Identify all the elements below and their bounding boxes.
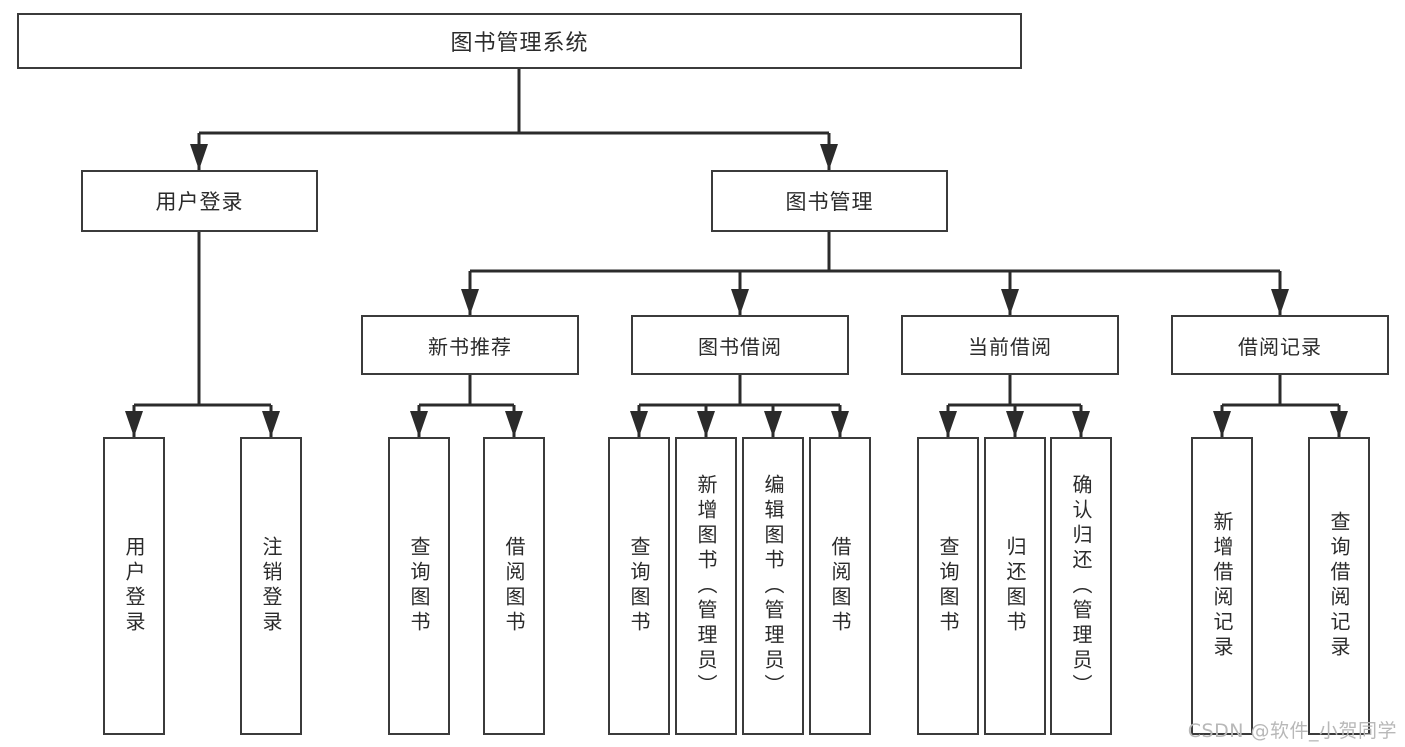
node-leaf-query-record-label: 查询借阅记录 (1327, 511, 1351, 661)
node-图书管理系统[interactable]: 图书管理系统 (17, 13, 1022, 69)
node-图书管理系统-label: 图书管理系统 (450, 31, 589, 56)
node-leaf-borrow-book-2[interactable]: 借阅图书 (809, 437, 871, 735)
node-leaf-add-record[interactable]: 新增借阅记录 (1191, 437, 1253, 735)
node-leaf-query-book-3[interactable]: 查询图书 (917, 437, 979, 735)
node-leaf-borrow-book-2-label: 借阅图书 (828, 536, 852, 636)
connector-bookmanage-to-level3 (461, 232, 1289, 315)
node-leaf-query-book-1[interactable]: 查询图书 (388, 437, 450, 735)
node-new-book-recommend[interactable]: 新书推荐 (361, 315, 579, 375)
node-leaf-query-book-1-label: 查询图书 (407, 536, 431, 636)
node-leaf-edit-book[interactable]: 编辑图书（管理员） (742, 437, 804, 735)
connector-root-to-level2 (190, 69, 838, 170)
node-borrow-record-label: 借阅记录 (1238, 334, 1322, 359)
node-user-login[interactable]: 用户登录 (81, 170, 318, 232)
node-leaf-return-book[interactable]: 归还图书 (984, 437, 1046, 735)
node-leaf-add-book-label: 新增图书（管理员） (694, 473, 718, 699)
node-leaf-user-login-label: 用户登录 (122, 536, 146, 636)
node-leaf-add-record-label: 新增借阅记录 (1210, 511, 1234, 661)
node-leaf-edit-book-label: 编辑图书（管理员） (761, 473, 785, 699)
connector-current-to-leaves (939, 375, 1090, 437)
node-leaf-user-logout-label: 注销登录 (259, 536, 283, 636)
node-leaf-query-book-2[interactable]: 查询图书 (608, 437, 670, 735)
connector-userlogin-to-leaves (125, 232, 280, 437)
connector-recommend-to-leaves (410, 375, 523, 437)
node-book-manage-label: 图书管理 (785, 190, 874, 214)
node-book-manage[interactable]: 图书管理 (711, 170, 948, 232)
node-leaf-borrow-book-1[interactable]: 借阅图书 (483, 437, 545, 735)
node-leaf-user-logout[interactable]: 注销登录 (240, 437, 302, 735)
node-leaf-user-login[interactable]: 用户登录 (103, 437, 165, 735)
node-leaf-query-book-3-label: 查询图书 (936, 536, 960, 636)
node-borrow-record[interactable]: 借阅记录 (1171, 315, 1389, 375)
node-new-book-recommend-label: 新书推荐 (428, 334, 512, 359)
node-leaf-borrow-book-1-label: 借阅图书 (502, 536, 526, 636)
node-book-borrow[interactable]: 图书借阅 (631, 315, 849, 375)
node-leaf-return-book-label: 归还图书 (1003, 536, 1027, 636)
node-leaf-confirm-return-label: 确认归还（管理员） (1069, 473, 1093, 699)
connector-borrow-to-leaves (630, 375, 849, 437)
node-leaf-query-book-2-label: 查询图书 (627, 536, 651, 636)
node-user-login-label: 用户登录 (155, 190, 244, 214)
node-book-borrow-label: 图书借阅 (698, 334, 782, 359)
node-leaf-add-book[interactable]: 新增图书（管理员） (675, 437, 737, 735)
watermark-label: CSDN @软件_小贺同学 (1187, 720, 1397, 742)
node-leaf-confirm-return[interactable]: 确认归还（管理员） (1050, 437, 1112, 735)
node-current-borrow-label: 当前借阅 (968, 334, 1052, 359)
node-current-borrow[interactable]: 当前借阅 (901, 315, 1119, 375)
connector-record-to-leaves (1213, 375, 1348, 437)
node-leaf-query-record[interactable]: 查询借阅记录 (1308, 437, 1370, 735)
